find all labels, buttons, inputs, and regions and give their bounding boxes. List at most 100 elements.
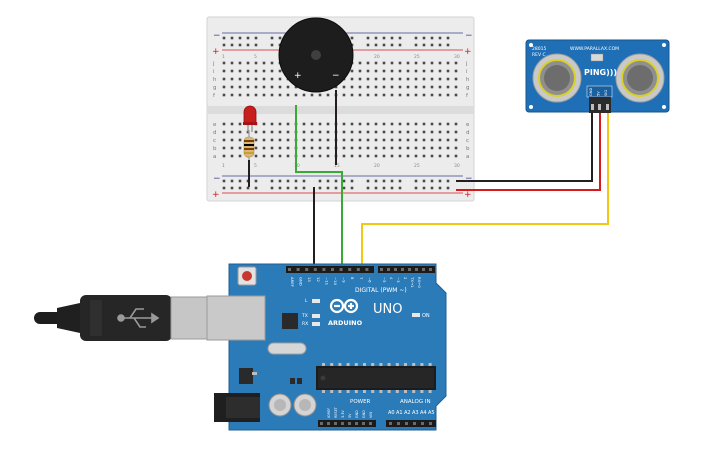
- sensor-mount-hole-tr: [662, 43, 666, 47]
- piezo-buzzer[interactable]: + −: [278, 17, 354, 93]
- sensor-pin-5v[interactable]: [598, 104, 601, 110]
- rail-hole: [414, 36, 418, 40]
- terminal-hole: [286, 93, 290, 97]
- terminal-hole: [382, 146, 386, 150]
- ic-leg-bottom: [412, 390, 416, 393]
- terminal-hole: [382, 61, 386, 65]
- terminal-hole: [262, 69, 266, 73]
- header-pin: [389, 422, 392, 425]
- rail-hole: [230, 43, 234, 47]
- rail-hole: [326, 179, 330, 183]
- resistor[interactable]: [243, 130, 255, 186]
- buzzer-minus-label: −: [332, 71, 340, 81]
- rail-hole: [382, 36, 386, 40]
- terminal-hole: [454, 130, 458, 134]
- row-label-left: e: [213, 122, 217, 128]
- rail-hole: [390, 179, 394, 183]
- terminal-hole: [382, 130, 386, 134]
- header-pin: [320, 422, 323, 425]
- ping-ultrasonic-sensor[interactable]: 28015 REV C WWW.PARALLAX.COM PING))) GND…: [525, 39, 670, 113]
- terminal-hole: [222, 146, 226, 150]
- board-led-label: RX: [302, 321, 308, 327]
- header-pin: [387, 268, 390, 271]
- terminal-hole: [278, 122, 282, 126]
- atmega-notch: [320, 375, 326, 381]
- digital-pin-label: 2: [403, 277, 408, 280]
- ic-leg-bottom: [354, 390, 358, 393]
- sensor-brand: PING))): [584, 68, 617, 77]
- terminal-hole: [230, 130, 234, 134]
- terminal-hole: [262, 154, 266, 158]
- rail-hole: [222, 36, 226, 40]
- sensor-revision: REV C: [532, 52, 546, 58]
- ic-leg-top: [387, 363, 391, 366]
- rail-hole: [398, 179, 402, 183]
- red-led[interactable]: [243, 105, 257, 132]
- reset-button[interactable]: [242, 271, 252, 281]
- terminal-hole: [286, 122, 290, 126]
- sensor-pin-gnd[interactable]: [591, 104, 594, 110]
- wire-red-sensor-5v[interactable]: [456, 113, 601, 191]
- board-led-label: L: [305, 298, 308, 304]
- terminal-hole: [302, 154, 306, 158]
- terminal-hole: [446, 146, 450, 150]
- rail-hole: [238, 186, 242, 190]
- terminal-hole: [318, 146, 322, 150]
- terminal-hole: [390, 146, 394, 150]
- terminal-hole: [278, 130, 282, 134]
- terminal-hole: [358, 138, 362, 142]
- digital-pin-label: ~11: [324, 277, 329, 286]
- column-number-bottom: 25: [414, 163, 420, 169]
- terminal-hole: [406, 138, 410, 142]
- rail-hole: [302, 179, 306, 183]
- terminal-hole: [390, 93, 394, 97]
- rail-hole: [430, 186, 434, 190]
- terminal-hole: [454, 77, 458, 81]
- terminal-hole: [254, 130, 258, 134]
- header-pin: [355, 422, 358, 425]
- on-label: ON: [422, 313, 430, 319]
- terminal-hole: [310, 146, 314, 150]
- ic-leg-top: [412, 363, 416, 366]
- terminal-hole: [270, 154, 274, 158]
- header-pin: [422, 268, 425, 271]
- terminal-hole: [310, 130, 314, 134]
- header-pin: [322, 268, 326, 271]
- capacitor-left-top: [274, 399, 286, 411]
- terminal-hole: [254, 69, 258, 73]
- ic-leg-top: [354, 363, 358, 366]
- crystal-oscillator: [267, 342, 307, 355]
- terminal-hole: [350, 130, 354, 134]
- terminal-hole: [438, 93, 442, 97]
- header-pin: [327, 422, 330, 425]
- terminal-hole: [398, 154, 402, 158]
- ic-leg-bottom: [330, 390, 334, 393]
- wire-yellow-sensor-signal[interactable]: [361, 113, 609, 268]
- header-pin: [348, 268, 352, 271]
- column-number-top: 5: [254, 54, 257, 60]
- terminal-hole: [326, 130, 330, 134]
- terminal-hole: [302, 130, 306, 134]
- terminal-hole: [278, 93, 282, 97]
- rail-hole: [230, 179, 234, 183]
- terminal-hole: [422, 146, 426, 150]
- terminal-hole: [366, 69, 370, 73]
- arduino-board: [228, 263, 447, 431]
- terminal-hole: [366, 154, 370, 158]
- wire-green-buzzer-signal[interactable]: [295, 105, 343, 268]
- wire-black-sensor-gnd[interactable]: [456, 113, 593, 182]
- sensor-pin-sig[interactable]: [606, 104, 609, 110]
- sensor-mount-hole-bl: [529, 105, 533, 109]
- usb-chip: [282, 313, 298, 329]
- ic-leg-bottom: [428, 390, 432, 393]
- terminal-hole: [230, 61, 234, 65]
- arduino-usb-socket[interactable]: [206, 295, 266, 341]
- row-label-right: a: [466, 154, 469, 160]
- terminal-hole: [366, 77, 370, 81]
- terminal-hole: [270, 61, 274, 65]
- usb-cable[interactable]: [34, 295, 210, 341]
- power-pin-label: VIN: [369, 412, 373, 418]
- terminal-hole: [406, 154, 410, 158]
